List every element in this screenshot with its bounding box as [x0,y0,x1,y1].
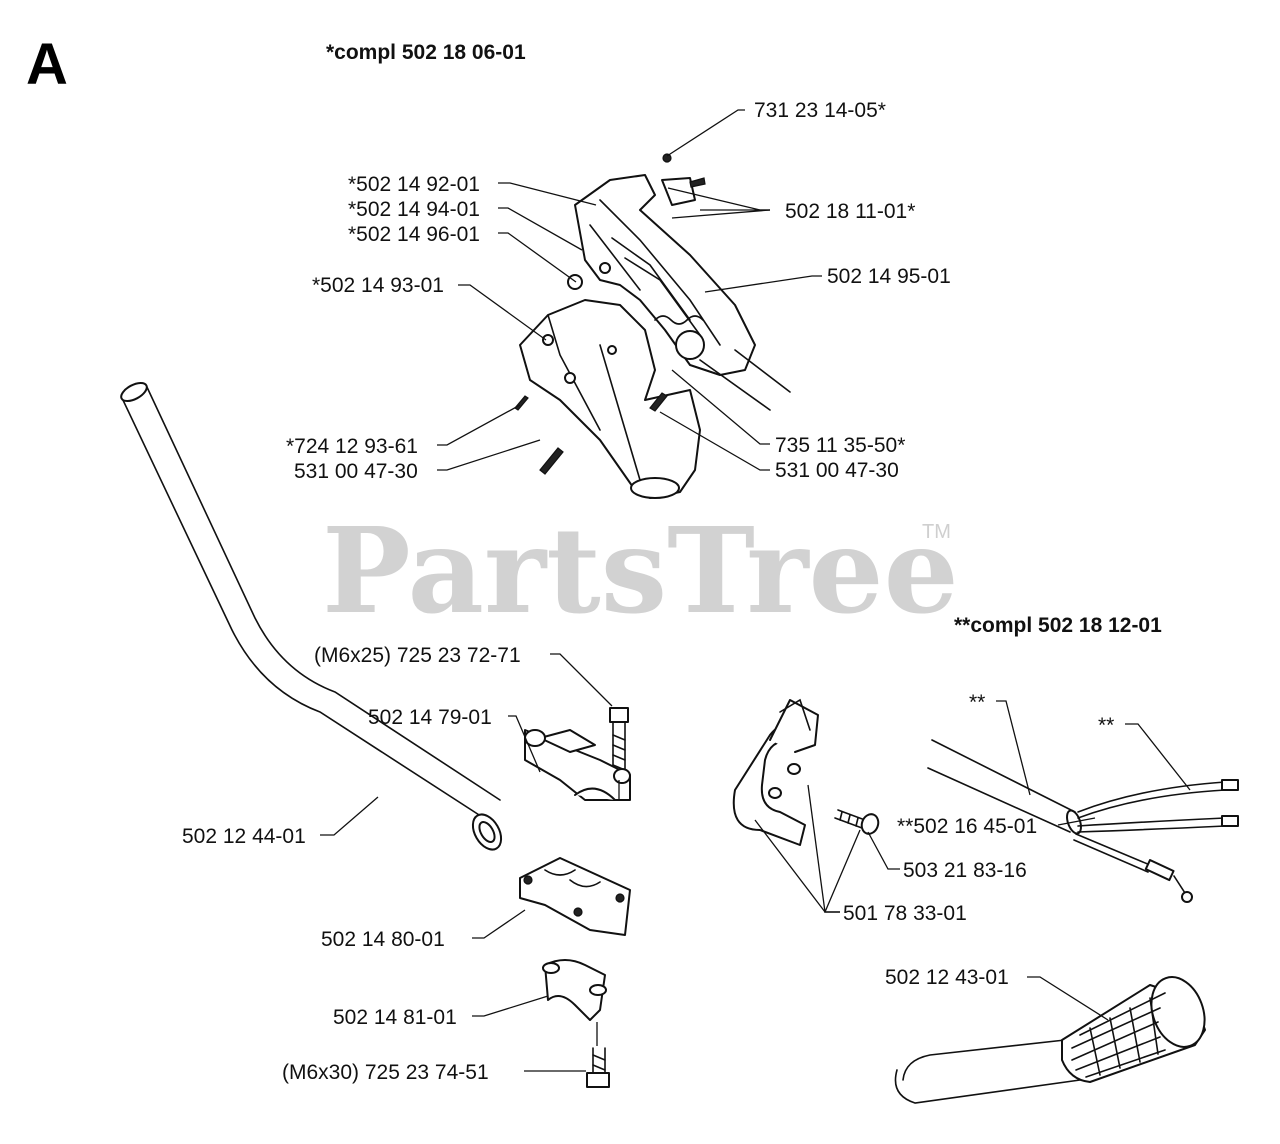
assembly-header-top: *compl 502 18 06-01 [326,41,526,64]
part-label-503-21-83-16: 503 21 83-16 [903,859,1027,882]
part-label-502-18-11-01: 502 18 11-01* [785,200,915,223]
part-label-502-14-81-01: 502 14 81-01 [333,1006,457,1029]
leader-lines-cable [754,700,1191,913]
part-label-531-00-47-30-right: 531 00 47-30 [775,459,899,482]
cable-marker-label-1: ** [969,691,985,714]
watermark-text: PartsTree [322,501,959,640]
leader-lines-clamps [472,653,613,1072]
clamp-parts-drawing [519,707,631,1088]
assembly-header-right: **compl 502 18 12-01 [954,614,1162,637]
part-label-502-14-96-01: *502 14 96-01 [348,223,480,246]
leader-502-12-43-01 [1027,976,1109,1021]
leader-502-12-44-01 [320,796,379,836]
part-label-725-23-72-71: (M6x25) 725 23 72-71 [314,644,521,667]
part-label-725-23-74-51: (M6x30) 725 23 74-51 [282,1061,489,1084]
part-label-502-14-79-01: 502 14 79-01 [368,706,492,729]
part-label-502-14-94-01: *502 14 94-01 [348,198,480,221]
part-label-502-12-44-01: 502 12 44-01 [182,825,306,848]
cable-marker-label-2: ** [1098,714,1114,737]
cable-clip-drawing [732,698,880,846]
part-label-502-12-43-01: 502 12 43-01 [885,966,1009,989]
handle-tube-drawing [120,381,503,851]
throttle-handle-drawing [514,153,791,499]
part-label-724-12-93-61: *724 12 93-61 [286,435,418,458]
part-label-731-23-14-05: 731 23 14-05* [754,99,886,122]
part-label-502-16-45-01: **502 16 45-01 [897,815,1037,838]
cable-drawing [927,739,1239,903]
part-label-531-00-47-30-left: 531 00 47-30 [294,460,418,483]
part-label-502-14-95-01: 502 14 95-01 [827,265,951,288]
part-label-735-11-35-50: 735 11 35-50* [775,434,905,457]
grip-handle-drawing [894,976,1206,1104]
part-label-502-14-93-01: *502 14 93-01 [312,274,444,297]
section-letter: A [26,32,68,97]
part-label-502-14-92-01: *502 14 92-01 [348,173,480,196]
part-label-502-14-80-01: 502 14 80-01 [321,928,445,951]
part-label-501-78-33-01: 501 78 33-01 [843,902,967,925]
watermark-trademark: TM [922,521,951,543]
leader-lines-top [437,109,822,471]
